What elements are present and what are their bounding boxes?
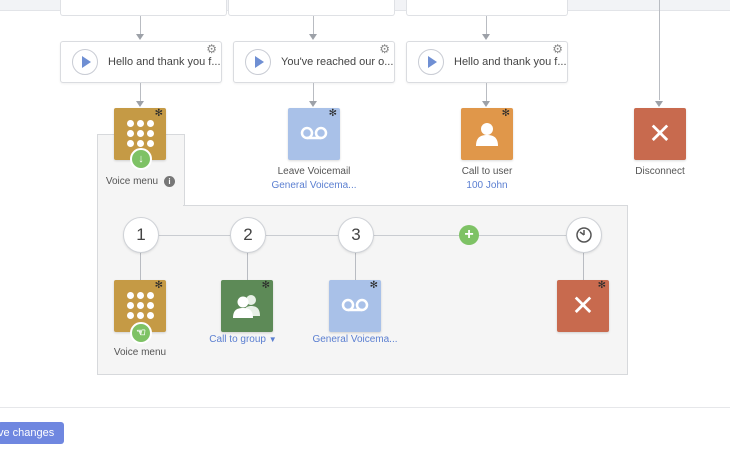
top-node-left xyxy=(60,0,227,16)
settings-icon[interactable]: ✻ xyxy=(154,108,163,119)
top-node-right xyxy=(406,0,568,16)
connector xyxy=(486,16,487,36)
connector xyxy=(140,252,141,280)
arrow-down-icon xyxy=(482,101,490,107)
caret-down-icon: ▼ xyxy=(268,335,277,344)
connector xyxy=(247,252,248,280)
arrow-down-icon xyxy=(309,101,317,107)
voice-menu-tile[interactable]: ✻ xyxy=(114,108,166,160)
call-to-group-link[interactable]: Call to group ▼ xyxy=(209,334,277,345)
settings-icon[interactable]: ✻ xyxy=(328,108,337,119)
voice-menu-label: Voice menu xyxy=(105,176,159,187)
timeout-node[interactable] xyxy=(566,217,602,253)
message-card-2[interactable]: You've reached our o... ⚙ xyxy=(233,41,395,83)
leave-voicemail-tile[interactable]: ✻ xyxy=(288,108,340,160)
arrow-down-icon xyxy=(136,101,144,107)
connector xyxy=(583,252,584,280)
close-icon: ✕ xyxy=(571,290,595,321)
settings-icon[interactable]: ✻ xyxy=(369,280,378,291)
gear-icon[interactable]: ⚙ xyxy=(379,42,390,56)
gear-icon[interactable]: ⚙ xyxy=(206,42,217,56)
settings-icon[interactable]: ✻ xyxy=(261,280,270,291)
general-voicemail-link[interactable]: General Voicema... xyxy=(312,334,398,345)
footer-divider xyxy=(0,407,730,408)
connector xyxy=(140,16,141,36)
voicemail-box-link[interactable]: General Voicema... xyxy=(271,180,357,191)
hand-cursor-badge-icon[interactable]: ☜ xyxy=(130,322,152,344)
message-card-1[interactable]: Hello and thank you f... ⚙ xyxy=(60,41,222,83)
sub-voice-menu-label: Voice menu xyxy=(113,347,167,358)
arrow-down-icon xyxy=(136,34,144,40)
clock-icon xyxy=(576,227,592,243)
gear-icon[interactable]: ⚙ xyxy=(552,42,563,56)
connector xyxy=(659,0,660,100)
save-changes-button[interactable]: ve changes xyxy=(0,422,65,444)
group-icon xyxy=(233,295,260,318)
connector xyxy=(313,83,314,103)
key-node-1[interactable]: 1 xyxy=(123,217,159,253)
message-card-3[interactable]: Hello and thank you f... ⚙ xyxy=(406,41,568,83)
disconnect-label: Disconnect xyxy=(635,166,685,177)
key-node-2[interactable]: 2 xyxy=(230,217,266,253)
play-icon[interactable] xyxy=(418,49,444,75)
voicemail-icon xyxy=(300,126,328,140)
disconnect-tile-sub[interactable]: ✕ ✻ xyxy=(557,280,609,332)
call-to-group-tile[interactable]: ✻ xyxy=(221,280,273,332)
user-link[interactable]: 100 John xyxy=(466,180,508,191)
play-icon[interactable] xyxy=(245,49,271,75)
message-text: Hello and thank you f... xyxy=(454,56,567,68)
connector xyxy=(140,83,141,103)
settings-icon[interactable]: ✻ xyxy=(501,108,510,119)
arrow-down-icon xyxy=(482,34,490,40)
leave-voicemail-label: Leave Voicemail xyxy=(277,166,351,177)
arrow-down-icon xyxy=(309,34,317,40)
disconnect-tile[interactable]: ✕ xyxy=(634,108,686,160)
arrow-down-badge-icon[interactable]: ↓ xyxy=(130,148,152,170)
key-node-3[interactable]: 3 xyxy=(338,217,374,253)
close-icon: ✕ xyxy=(648,118,672,149)
connector xyxy=(313,16,314,36)
user-icon xyxy=(476,123,498,146)
message-text: You've reached our o... xyxy=(281,56,394,68)
connector xyxy=(355,252,356,280)
arrow-down-icon xyxy=(655,101,663,107)
info-icon[interactable]: i xyxy=(164,176,175,187)
settings-icon[interactable]: ✻ xyxy=(597,280,606,291)
connector xyxy=(486,83,487,103)
play-icon[interactable] xyxy=(72,49,98,75)
voicemail-tile-sub[interactable]: ✻ xyxy=(329,280,381,332)
keypad-icon xyxy=(127,120,154,147)
call-to-user-label: Call to user xyxy=(461,166,513,177)
call-to-user-tile[interactable]: ✻ xyxy=(461,108,513,160)
top-node-middle xyxy=(228,0,395,16)
add-key-icon[interactable]: + xyxy=(459,225,479,245)
voicemail-icon xyxy=(341,298,369,312)
message-text: Hello and thank you f... xyxy=(108,56,221,68)
keypad-icon xyxy=(127,292,154,319)
settings-icon[interactable]: ✻ xyxy=(154,280,163,291)
